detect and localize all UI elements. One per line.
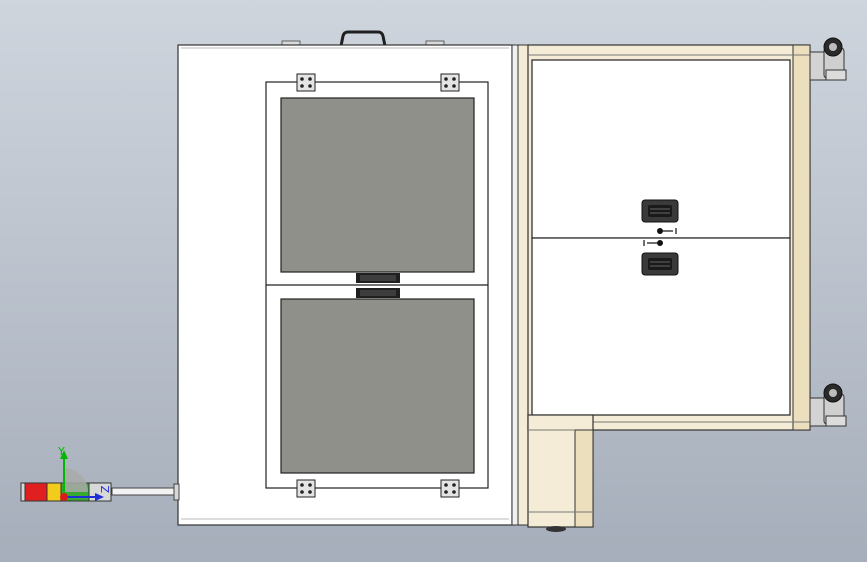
- upper-window-glass: [280, 97, 475, 273]
- door-hinge-icon: [440, 73, 460, 92]
- side-frame-cabinet: [527, 44, 811, 532]
- base-foot: [546, 526, 566, 532]
- toggle-switch-icon[interactable]: [657, 228, 677, 234]
- lower-window-glass: [280, 298, 475, 474]
- door-hinge-icon: [296, 73, 316, 92]
- caster-wheel-icon: [809, 383, 847, 427]
- z-axis-label: Z: [99, 485, 112, 493]
- upper-door-handle[interactable]: [356, 273, 400, 283]
- triad-rotation-arc: [64, 468, 88, 492]
- door-latch-icon[interactable]: [641, 252, 679, 276]
- door-hinge-icon: [296, 479, 316, 498]
- triad-origin: [60, 493, 68, 501]
- door-latch-icon[interactable]: [641, 199, 679, 223]
- cabinet-joint-strip: [511, 44, 529, 526]
- carry-handle-icon: [339, 30, 387, 47]
- coordinate-triad: Y Z: [57, 445, 112, 501]
- z-axis-arrowhead: [95, 493, 104, 501]
- y-axis-label: Y: [57, 445, 65, 458]
- side-frame-post-right: [792, 44, 811, 431]
- door-hinge-icon: [440, 479, 460, 498]
- main-cabinet: [177, 30, 513, 526]
- caster-wheel-icon: [809, 37, 847, 81]
- y-axis-arrowhead: [60, 450, 68, 459]
- toggle-switch-icon[interactable]: [643, 240, 663, 246]
- signal-tower-light-icon: [20, 482, 180, 502]
- base-frame-post: [574, 429, 594, 528]
- lower-door-handle[interactable]: [356, 288, 400, 298]
